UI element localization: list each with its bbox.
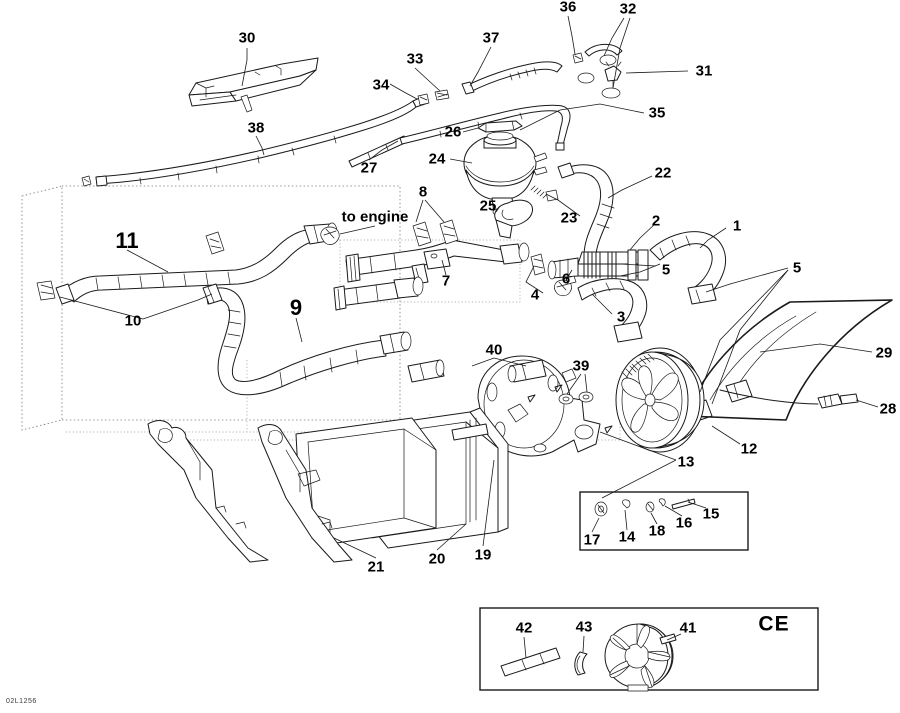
- callout-number-31: 31: [695, 62, 713, 80]
- part-37-hose: [461, 61, 563, 95]
- part-7-manifold-pipe: [345, 239, 530, 285]
- callout-number-29: 29: [875, 344, 893, 362]
- part-38-long-hose: [81, 95, 429, 187]
- parts-31-32-35-36-fittings: [572, 43, 623, 99]
- callout-number-16: 16: [675, 514, 693, 532]
- part-11-hose: [55, 222, 338, 305]
- callout-number-20: 20: [428, 550, 446, 568]
- callout-number-37: 37: [482, 29, 500, 47]
- part-26-hose: [399, 104, 571, 151]
- part-9-hose: [202, 283, 412, 396]
- callout-number-35: 35: [648, 104, 666, 122]
- callout-number-33: 33: [406, 50, 424, 68]
- callout-number-2: 2: [651, 212, 661, 230]
- callout-number-43: 43: [575, 618, 593, 636]
- part-21-foam-seals: [147, 420, 353, 563]
- callout-number-3: 3: [616, 308, 626, 326]
- callout-number-39: 39: [572, 357, 590, 375]
- callout-number-21: 21: [367, 558, 385, 576]
- callout-number-4: 4: [530, 286, 540, 304]
- part-29-side-panel: [685, 299, 893, 421]
- callout-number-36: 36: [559, 0, 577, 16]
- callout-number-30: 30: [238, 29, 256, 47]
- part-10-clamps: [36, 231, 225, 301]
- callout-number-42: 42: [515, 619, 533, 637]
- callout-number-7: 7: [441, 272, 451, 290]
- parts-33-34-clamps: [417, 89, 450, 106]
- annotation-ce-mark: CE: [758, 612, 790, 636]
- callout-number-22: 22: [654, 164, 672, 182]
- part-39-washers: [558, 391, 594, 405]
- callout-number-19: 19: [474, 546, 492, 564]
- callout-number-28: 28: [879, 400, 897, 418]
- part-1-hose: [649, 231, 726, 305]
- part-25-tank-bracket: [494, 199, 533, 239]
- callout-number-25: 25: [479, 197, 497, 215]
- callout-number-12: 12: [740, 440, 758, 458]
- part-40-spacers: [407, 359, 547, 383]
- callout-number-1: 1: [732, 217, 742, 235]
- to-engine-clamp: [320, 226, 340, 245]
- ce-inset-box: [479, 607, 819, 692]
- part-6-hose: [547, 257, 579, 280]
- part-aux-hose: [333, 276, 424, 311]
- callout-number-5a: 5: [661, 261, 671, 279]
- callout-number-15: 15: [702, 505, 720, 523]
- part-4-clamp: [530, 253, 546, 276]
- part-8-clamps: [412, 219, 459, 247]
- inset-box-hardware: [579, 491, 749, 551]
- callout-number-6: 6: [561, 270, 571, 288]
- part-28-sensor-cable: [719, 389, 859, 409]
- callout-number-14: 14: [618, 528, 636, 546]
- callout-number-8: 8: [418, 183, 428, 201]
- part-24-coolant-reservoir: [463, 120, 559, 217]
- callout-number-17: 17: [583, 531, 601, 549]
- part-27-hose: [348, 135, 408, 168]
- callout-number-5b: 5: [792, 259, 802, 277]
- callout-number-41: 41: [679, 619, 697, 637]
- annotation-to-engine: to engine: [341, 208, 409, 226]
- callout-number-10: 10: [124, 312, 142, 330]
- callout-number-26: 26: [444, 123, 462, 141]
- callout-number-18: 18: [648, 522, 666, 540]
- callout-number-27: 27: [360, 159, 378, 177]
- callout-number-32: 32: [619, 0, 637, 18]
- callout-number-13: 13: [677, 453, 695, 471]
- callout-number-11: 11: [115, 228, 139, 253]
- callout-number-40: 40: [485, 341, 503, 359]
- part-12-cooling-fan: [615, 347, 705, 453]
- callout-number-34: 34: [372, 76, 390, 94]
- leader-lines: [59, 15, 879, 659]
- callout-number-38: 38: [247, 119, 265, 137]
- part-30-support-bracket: [188, 57, 319, 113]
- annotation-code: 02L1256: [6, 698, 37, 705]
- callout-number-23: 23: [560, 209, 578, 227]
- callout-number-9: 9: [289, 295, 303, 320]
- part-3-hose: [554, 275, 648, 343]
- callout-number-24: 24: [428, 150, 446, 168]
